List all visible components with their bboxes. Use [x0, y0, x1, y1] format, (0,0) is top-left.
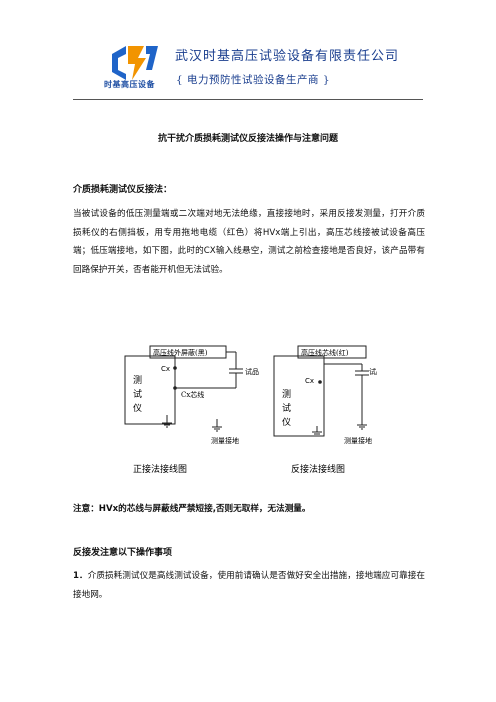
header-divider [73, 99, 423, 100]
right-caption: 反接法接线图 [291, 463, 345, 475]
company-logo-icon [112, 46, 158, 80]
left-ground-label: 测量接地 [211, 436, 239, 445]
logo-text: 时基高压设备 [104, 80, 155, 89]
warning-note: 注意：HVx的芯线与屏蔽线严禁短接,否则无取样，无法测量。 [73, 504, 311, 514]
right-device-char-2: 试 [282, 402, 291, 414]
left-device-char-3: 仪 [133, 403, 142, 414]
item-text: 介质损耗测试仪是高线测试设备，使用前请确认是否做好安全出措施，接地端应可靠接在接… [73, 571, 425, 600]
page-header: 时基高压设备 武汉时基高压试验设备有限责任公司 { 电力预防性试验设备生产商 } [0, 0, 496, 100]
document-title: 抗干扰介质损耗测试仪反接法操作与注意问题 [157, 134, 338, 144]
right-ground-label: 测量接地 [344, 436, 372, 445]
right-sample-label: 试品 [369, 367, 377, 376]
section-heading-reverse-method: 介质损耗测试仪反接法： [73, 185, 173, 195]
left-cx-label: Cx [161, 365, 170, 373]
right-device-char-1: 测 [282, 389, 291, 400]
left-hv-shield-label: 高压线外屏蔽(黑) [153, 348, 208, 357]
company-name: 武汉时基高压试验设备有限责任公司 [175, 49, 400, 64]
item-number: 1． [73, 571, 88, 581]
right-cx-label: Cx [305, 377, 314, 385]
section-heading-precautions: 反接发注意以下操作事项 [73, 548, 173, 558]
right-device-char-3: 仪 [282, 417, 291, 428]
section-paragraph: 当被试设备的低压测量端或二次端对地无法绝缘，直接接地时，采用反接发测量，打开介质… [73, 209, 425, 275]
left-caption: 正接法接线图 [133, 463, 187, 475]
left-cx-core-label: Cx芯线 [181, 390, 204, 399]
precaution-item-1: 1．介质损耗测试仪是高线测试设备，使用前请确认是否做好安全出措施，接地端应可靠接… [73, 567, 425, 604]
left-device-char-1: 测 [133, 375, 142, 386]
reverse-connection-diagram: 高压线芯线(红) 试品 Cx 测 试 仪 测量接地 反接法接线图 [273, 345, 377, 475]
company-slogan: { 电力预防性试验设备生产商 } [176, 74, 331, 86]
positive-connection-diagram: 高压线外屏蔽(黑) 试品 Cx Cx芯线 测 试 仪 测量接地 正接法接线图 [124, 345, 259, 475]
left-sample-label: 试品 [245, 367, 259, 376]
left-device-char-2: 试 [133, 388, 142, 400]
right-hv-core-label: 高压线芯线(红) [301, 348, 349, 357]
wiring-diagram: 高压线外屏蔽(黑) 试品 Cx Cx芯线 测 试 仪 测量接地 正接法接线图 高… [124, 345, 377, 475]
